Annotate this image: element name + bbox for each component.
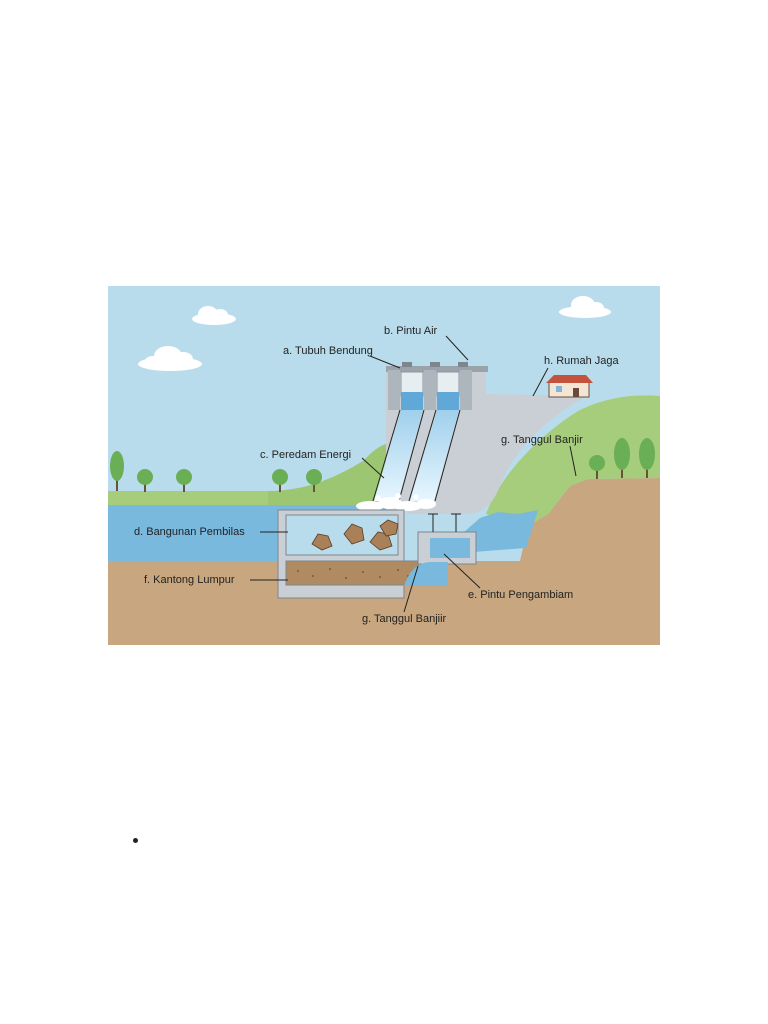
label-tubuh-bendung: a. Tubuh Bendung <box>283 345 373 357</box>
intake-channel <box>430 538 470 558</box>
label-tanggul-banjir: g. Tanggul Banjir <box>501 434 583 446</box>
leader-peredam-energi <box>361 457 385 479</box>
rocks <box>311 519 399 551</box>
leader-pintu-pengambiam <box>443 553 481 589</box>
gate-water <box>401 392 423 410</box>
spillway-water <box>410 410 459 501</box>
gate-cap <box>458 362 468 367</box>
gate-cap <box>430 362 440 367</box>
tree-icon <box>272 469 288 492</box>
intake-water <box>404 562 448 586</box>
cloud-icon <box>138 346 202 371</box>
tree-icon <box>110 451 124 491</box>
tree-icon <box>176 469 192 492</box>
sediment-dots <box>297 568 409 579</box>
leader-tanggul-banjiir <box>403 565 419 613</box>
right-bank-soil <box>520 478 660 645</box>
leader-tubuh-bendung <box>369 355 401 369</box>
spillway-wall <box>372 409 461 502</box>
tree-icon <box>639 438 655 478</box>
dam-pier <box>424 370 436 410</box>
dam-deck <box>386 366 488 372</box>
label-rumah-jaga: h. Rumah Jaga <box>544 355 619 367</box>
splash-foam <box>356 493 436 511</box>
tree-icon <box>137 469 153 492</box>
list-bullet <box>133 838 138 843</box>
label-bangunan-pembilas: d. Bangunan Pembilas <box>134 526 245 538</box>
label-tanggul-banjiir: g. Tanggul Banjiir <box>362 613 447 625</box>
label-pintu-air: b. Pintu Air <box>384 325 438 337</box>
tree-icon <box>589 455 605 479</box>
dam-pier <box>388 370 400 410</box>
spillway-water <box>374 410 423 501</box>
house-icon <box>546 375 593 398</box>
tree-icon <box>614 438 630 478</box>
gate-cap <box>402 362 412 367</box>
leader-pintu-air <box>445 335 469 361</box>
label-pintu-pengambiam: e. Pintu Pengambiam <box>468 589 573 601</box>
gate-water <box>437 392 459 410</box>
left-hill <box>268 444 386 505</box>
dam-pier <box>460 370 472 410</box>
leader-tanggul-banjir <box>569 445 577 477</box>
label-peredam-energi: c. Peredam Energi <box>260 449 351 461</box>
intake-spindle <box>428 513 461 532</box>
cloud-icon <box>192 306 236 325</box>
tree-icon <box>306 469 322 492</box>
weir-diagram: b. Pintu Air a. Tubuh Bendung h. Rumah J… <box>108 286 660 645</box>
label-kantong-lumpur: f. Kantong Lumpur <box>144 574 235 586</box>
sediment-trap <box>285 560 419 586</box>
cloud-icon <box>559 296 611 318</box>
leader-rumah-jaga <box>532 367 549 397</box>
